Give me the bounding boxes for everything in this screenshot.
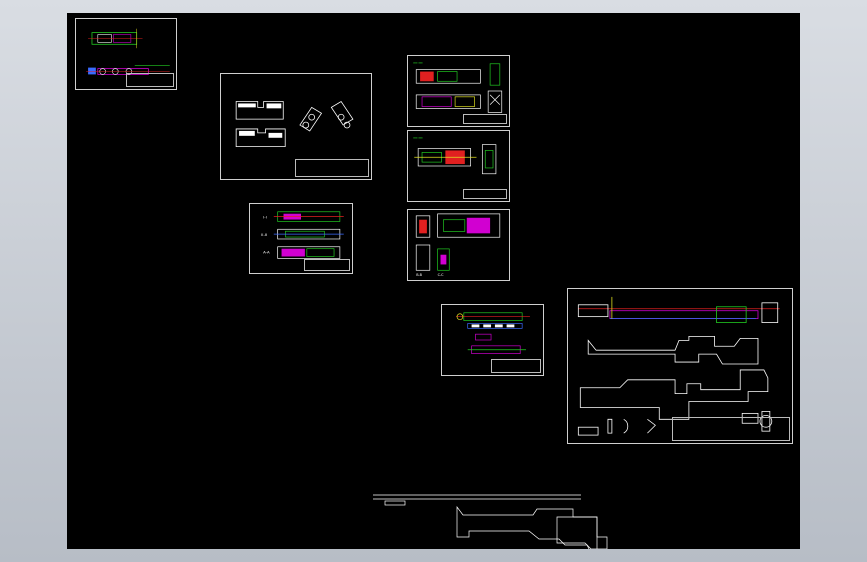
title-block (463, 114, 507, 124)
sheet-5-graphics: ══ ══ (412, 136, 497, 175)
svg-text:A-A: A-A (263, 250, 270, 255)
drawing-sheet-part-blocks[interactable] (220, 73, 372, 180)
title-block (295, 159, 369, 177)
drawing-sheet-main-assembly[interactable] (567, 288, 793, 444)
drawing-sheet-process-2[interactable]: ══ ══ (407, 130, 510, 202)
sheet-6-graphics: B-B C-C (415, 213, 501, 277)
drawing-sheet-process-1[interactable]: ══ ══ (407, 55, 510, 127)
drawing-canvas[interactable]: I-I II-II A-A ══ ══ (67, 13, 800, 549)
unframed-outline-drawing[interactable] (367, 485, 667, 549)
sheet-4-graphics: ══ ══ (412, 61, 503, 113)
title-block (126, 73, 174, 87)
svg-text:B-B: B-B (416, 273, 422, 277)
title-block (491, 359, 541, 373)
svg-text:I-I: I-I (263, 215, 267, 220)
outline-graphics (373, 494, 608, 549)
svg-text:══ ══: ══ ══ (412, 136, 423, 140)
sheet-8-graphics (577, 296, 780, 436)
sheet-3-graphics: I-I II-II A-A (261, 211, 344, 259)
drawing-sheet-detail-parts[interactable] (441, 304, 544, 376)
drawing-sheet-assembly-small[interactable] (75, 18, 177, 90)
title-block (463, 189, 507, 199)
drawing-sheet-section-views[interactable]: I-I II-II A-A (249, 203, 353, 274)
drawing-sheet-process-3[interactable]: B-B C-C (407, 209, 510, 281)
sheet-7-graphics (456, 312, 530, 354)
sheet-2-graphics (235, 100, 354, 148)
svg-text:══ ══: ══ ══ (412, 61, 423, 65)
svg-text:C-C: C-C (438, 273, 445, 277)
title-block (672, 417, 790, 441)
svg-text:II-II: II-II (261, 232, 267, 237)
title-block (304, 259, 350, 271)
sheet-1-graphics (86, 28, 170, 75)
